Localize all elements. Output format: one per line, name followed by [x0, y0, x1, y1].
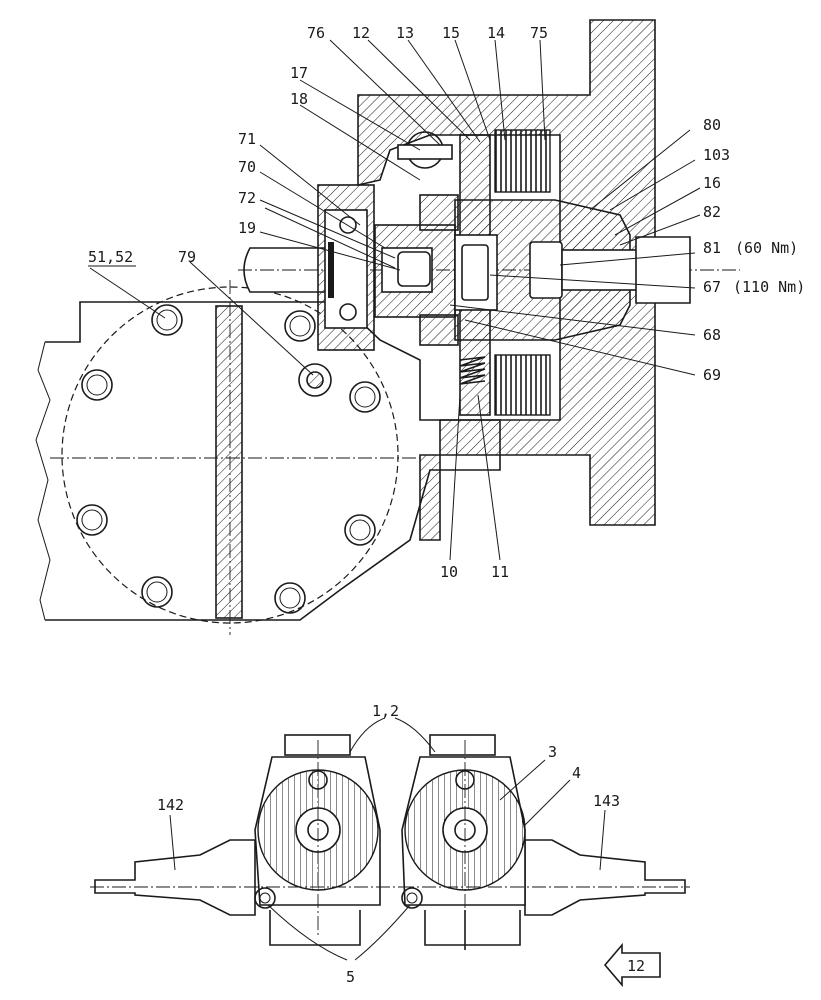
callout-labels: 76 12 13 15 14 75 17 18 80 103 16 82 71 …	[88, 24, 805, 581]
callout-75: 75	[530, 24, 548, 42]
callout-76: 76	[307, 24, 325, 42]
clutch-plate-pack-top	[494, 129, 551, 193]
housing-rib	[215, 305, 243, 619]
callout-19: 19	[238, 219, 256, 237]
callout-80: 80	[703, 116, 721, 134]
callout-69: 69	[703, 366, 721, 384]
bolt-circle	[61, 286, 399, 624]
leader-lines	[88, 39, 701, 561]
bolt-81	[529, 241, 563, 299]
left-arrow-icon: 12	[603, 942, 661, 988]
bolt-icon	[141, 576, 173, 608]
callout-12: 12	[352, 24, 370, 42]
callout-81: 81	[703, 239, 721, 257]
callout-17: 17	[290, 64, 308, 82]
right-gearbox	[400, 734, 690, 950]
callout-68: 68	[703, 326, 721, 344]
callout-142: 142	[157, 796, 184, 814]
callout-15: 15	[442, 24, 460, 42]
view-arrow-label: 12	[627, 957, 645, 975]
nut-67	[461, 244, 489, 301]
bolt-icon	[344, 514, 376, 546]
callout-4: 4	[572, 764, 581, 782]
callout-81-torque: (60 Nm)	[735, 239, 798, 257]
callout-103: 103	[703, 146, 730, 164]
bolt-icon	[284, 310, 316, 342]
callout-14: 14	[487, 24, 505, 42]
spring-icon	[459, 356, 486, 385]
gearbox-section-view: 76 12 13 15 14 75 17 18 80 103 16 82 71 …	[35, 19, 805, 635]
callout-51-52: 51,52	[88, 248, 133, 266]
callout-5: 5	[346, 968, 355, 986]
callout-143: 143	[593, 792, 620, 810]
callout-67: 67	[703, 278, 721, 296]
callout-71: 71	[238, 130, 256, 148]
callout-67-torque: (110 Nm)	[733, 278, 805, 296]
callout-3: 3	[548, 743, 557, 761]
bolt-icon	[151, 304, 183, 336]
left-gearbox	[90, 734, 400, 946]
clutch-plate-pack-bottom	[494, 354, 551, 416]
leader-lines-bottom	[169, 717, 606, 961]
plug-icon	[298, 363, 332, 397]
bolt-icon	[76, 504, 108, 536]
callout-18: 18	[290, 90, 308, 108]
bolt-icon	[349, 381, 381, 413]
callout-16: 16	[703, 174, 721, 192]
callout-79: 79	[178, 248, 196, 266]
flange-bolts	[76, 304, 381, 614]
callout-labels-bottom: 1,2 3 4 142 143 5	[157, 702, 620, 986]
callout-11: 11	[491, 563, 509, 581]
callout-10: 10	[440, 563, 458, 581]
callout-72: 72	[238, 189, 256, 207]
output-shaft	[635, 236, 691, 304]
gearbox-pair-external-view: 1,2 3 4 142 143 5 12	[90, 702, 690, 988]
bolt-icon	[274, 582, 306, 614]
callout-82: 82	[703, 203, 721, 221]
bolt-icon	[81, 369, 113, 401]
callout-1-2: 1,2	[372, 702, 399, 720]
callout-13: 13	[396, 24, 414, 42]
clutch-housing	[357, 19, 656, 541]
callout-70: 70	[238, 158, 256, 176]
